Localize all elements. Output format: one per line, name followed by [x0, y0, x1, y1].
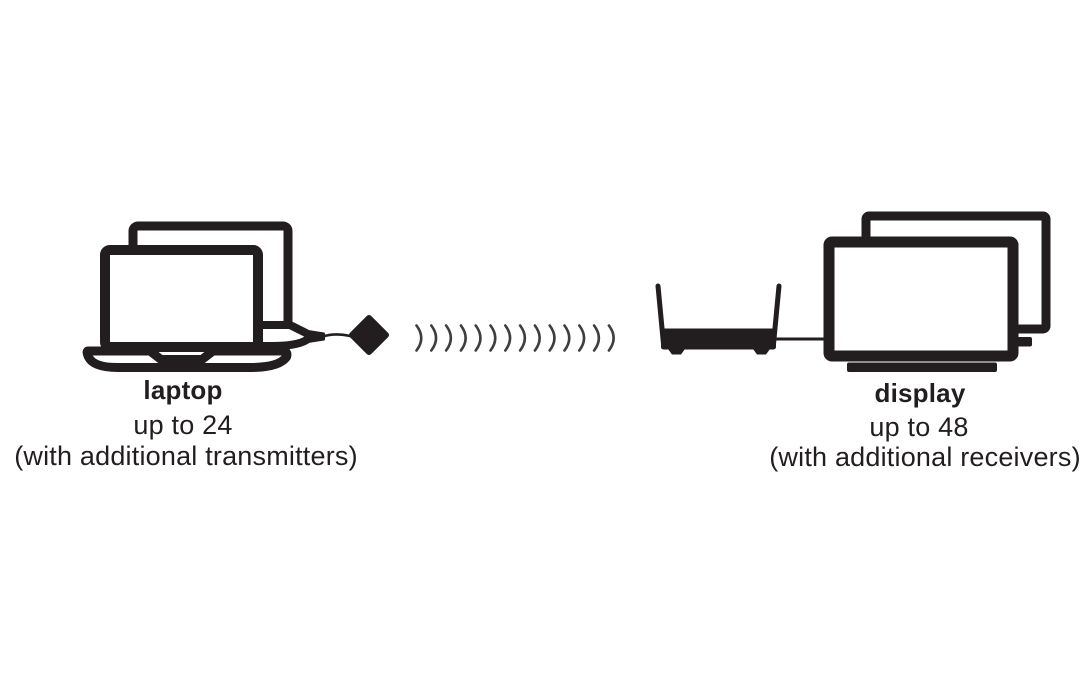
signal-arc — [504, 324, 512, 352]
receiver-box-icon — [655, 283, 829, 355]
signal-arc — [474, 324, 482, 352]
laptop-front-screen — [100, 245, 263, 352]
signal-arc — [592, 324, 601, 352]
display-front-screen — [823, 236, 1019, 362]
signal-arc — [430, 324, 438, 352]
laptop-note-text: (with additional transmitters) — [14, 441, 358, 471]
wireless-signal-icon — [415, 324, 615, 352]
display-front-stand — [847, 362, 997, 372]
display-stack-icon — [823, 211, 1051, 372]
dongle-diamond — [349, 315, 389, 355]
display-count-text: up to 48 — [869, 412, 969, 442]
receiver-foot-right — [753, 349, 770, 355]
signal-arc — [548, 324, 556, 352]
laptop-stack-icon — [82, 221, 313, 372]
laptop-front-base — [82, 346, 292, 372]
signal-arc — [459, 324, 467, 352]
signal-arc — [444, 324, 453, 352]
laptop-count-text: up to 24 — [133, 410, 233, 440]
receiver-foot-left — [668, 349, 685, 355]
signal-arc — [518, 324, 527, 352]
signal-arc — [489, 324, 497, 352]
receiver-body — [661, 328, 776, 350]
transmitter-dongle-icon — [305, 315, 389, 355]
laptop-label: laptop — [143, 375, 223, 405]
signal-arc — [533, 324, 541, 352]
display-note-text: (with additional receivers) — [769, 442, 1081, 472]
signal-arc — [563, 324, 571, 352]
display-label: display — [874, 378, 966, 408]
dongle-cable — [321, 333, 352, 338]
signal-arc — [578, 324, 586, 352]
signal-arc — [607, 324, 615, 352]
signal-arc — [415, 324, 423, 352]
dongle-plug — [305, 330, 325, 343]
